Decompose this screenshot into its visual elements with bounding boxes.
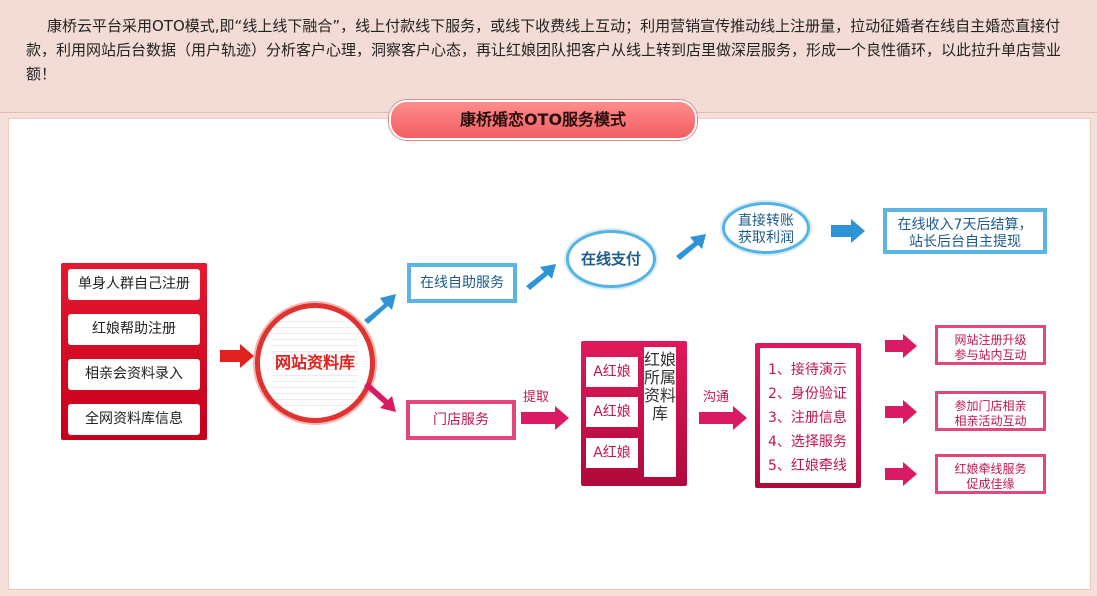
right-arrow-icon [220, 344, 254, 368]
down-right-arrow-icon [364, 382, 396, 412]
right-arrow-icon [521, 406, 569, 430]
settlement-line2: 站长后台自主提现 [909, 234, 1021, 250]
matchmaker-panel: A红娘 A红娘 A红娘 红娘所属资料库 [581, 341, 687, 486]
diagram-title: 康桥婚恋OTO服务模式 [389, 100, 697, 140]
outcome-box: 参加门店相亲 相亲活动互动 [935, 391, 1046, 431]
up-right-arrow-icon [526, 264, 556, 290]
direct-transfer-line2: 获取利润 [738, 230, 794, 246]
settlement-box: 在线收入7天后结算， 站长后台自主提现 [883, 208, 1047, 254]
right-arrow-icon [699, 406, 747, 430]
store-service-box: 门店服务 [406, 400, 516, 440]
up-right-arrow-icon [676, 234, 706, 260]
outcome-line2: 促成佳缘 [966, 477, 1015, 491]
outcome-box: 网站注册升级 参与站内互动 [935, 325, 1046, 365]
settlement-line1: 在线收入7天后结算， [897, 217, 1033, 233]
outcome-line2: 参与站内互动 [954, 348, 1027, 362]
right-arrow-icon [885, 400, 917, 424]
service-steps-list: 1、接待演示 2、身份验证 3、注册信息 4、选择服务 5、红娘牵线 [760, 348, 856, 483]
text-texture [272, 316, 358, 410]
outcome-line1: 参加门店相亲 [954, 399, 1027, 413]
registration-item: 红娘帮助注册 [68, 314, 200, 345]
matchmaker-database-label: 红娘所属资料库 [644, 347, 676, 477]
right-arrow-icon [831, 219, 865, 243]
communicate-label: 沟通 [703, 390, 730, 405]
service-step: 1、接待演示 [768, 362, 847, 378]
online-payment-oval: 在线支付 [566, 230, 656, 288]
matchmaker-item: A红娘 [586, 357, 638, 387]
outcome-line1: 网站注册升级 [954, 333, 1027, 347]
matchmaker-item: A红娘 [586, 438, 638, 468]
outcome-line1: 红娘牵线服务 [954, 462, 1027, 476]
website-database: 网站资料库 [255, 303, 375, 423]
intro-text: 康桥云平台采用OTO模式,即“线上线下融合”，线上付款线下服务，或线下收费线上互… [26, 17, 1062, 83]
outcome-line2: 相亲活动互动 [954, 414, 1027, 428]
registration-item: 相亲会资料录入 [68, 359, 200, 390]
registration-panel: 单身人群自己注册 红娘帮助注册 相亲会资料录入 全网资料库信息 [61, 263, 207, 440]
right-arrow-icon [885, 462, 917, 486]
intro-banner: 康桥云平台采用OTO模式,即“线上线下融合”，线上付款线下服务，或线下收费线上互… [0, 0, 1097, 113]
website-database-label: 网站资料库 [274, 353, 355, 372]
service-step: 3、注册信息 [768, 410, 847, 426]
service-step: 4、选择服务 [768, 434, 847, 450]
direct-transfer-line1: 直接转账 [738, 213, 794, 229]
matchmaker-item: A红娘 [586, 397, 638, 427]
right-arrow-icon [885, 334, 917, 358]
online-self-service-box: 在线自助服务 [407, 263, 517, 303]
service-step: 2、身份验证 [768, 386, 847, 402]
direct-transfer-oval: 直接转账 获取利润 [722, 202, 810, 254]
service-steps-panel: 1、接待演示 2、身份验证 3、注册信息 4、选择服务 5、红娘牵线 [755, 343, 861, 488]
extract-label: 提取 [523, 390, 550, 405]
outcome-box: 红娘牵线服务 促成佳缘 [935, 454, 1046, 494]
registration-item: 全网资料库信息 [68, 404, 200, 435]
registration-item: 单身人群自己注册 [68, 269, 200, 300]
service-step: 5、红娘牵线 [768, 458, 847, 474]
up-right-arrow-icon [364, 294, 396, 324]
